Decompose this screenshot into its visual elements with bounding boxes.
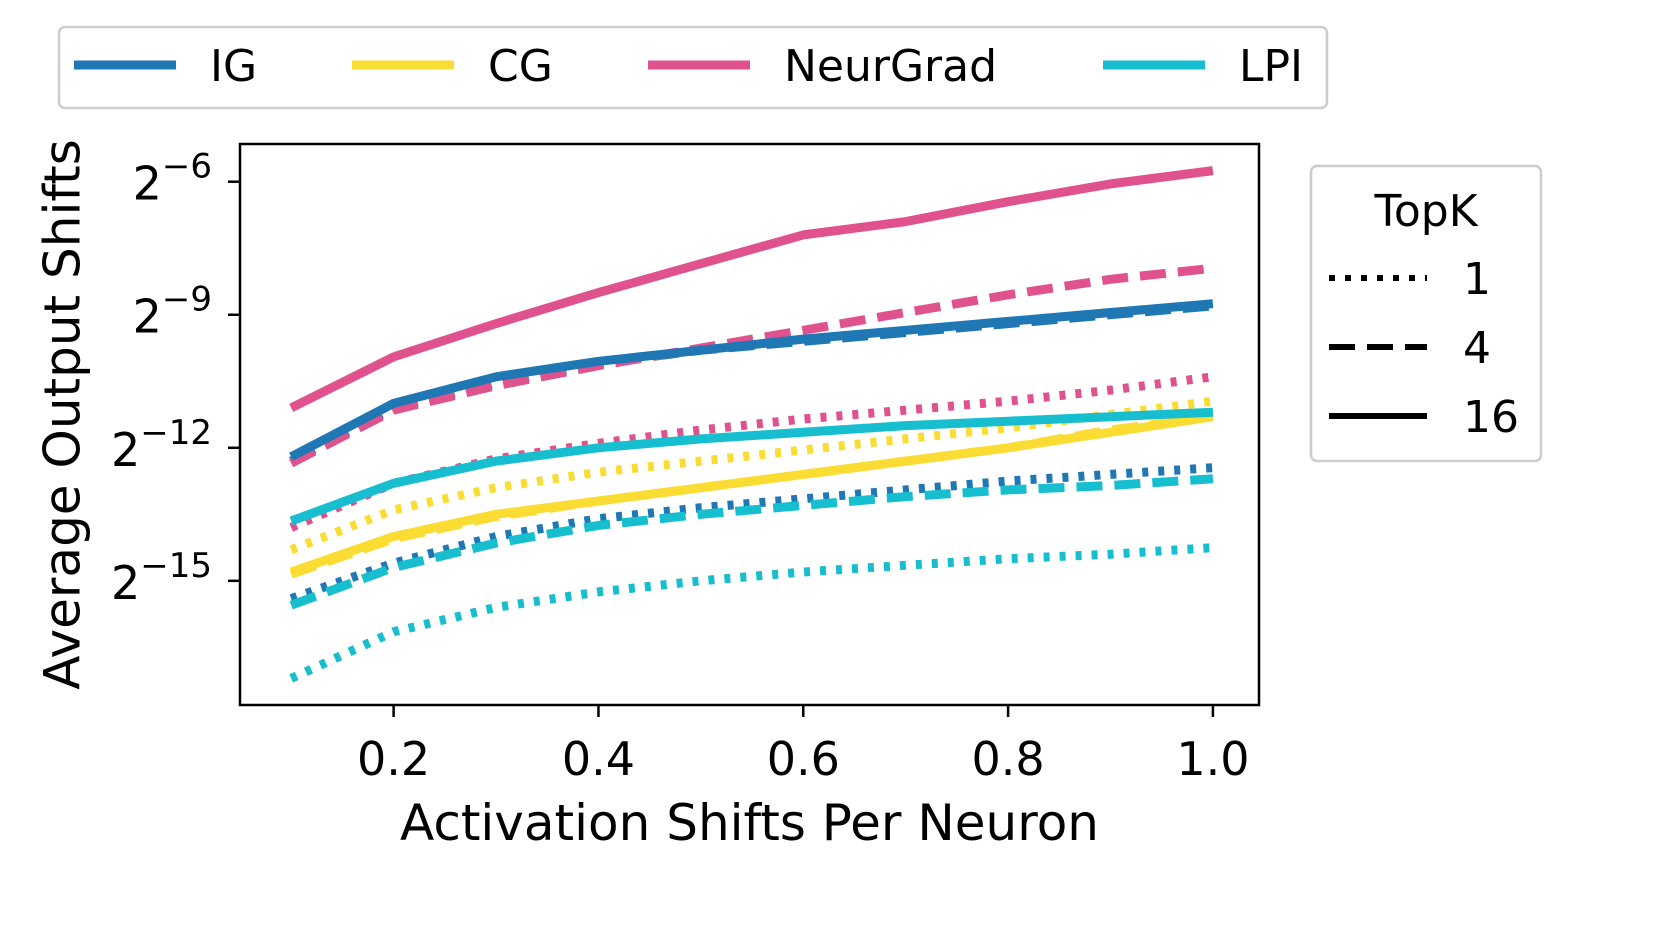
- topk-legend: TopK 1 4 16: [1309, 164, 1543, 463]
- y-tick-label: 2−12: [111, 413, 212, 477]
- topk-legend-label: 4: [1463, 323, 1491, 374]
- x-tick-label: 0.4: [562, 732, 635, 786]
- series-line-cg-topk-1: [289, 396, 1214, 554]
- x-tick-label: 0.6: [767, 732, 840, 786]
- x-tick-label: 0.2: [357, 732, 430, 786]
- series-layer: [289, 166, 1214, 683]
- x-tick-label: 0.8: [972, 732, 1045, 786]
- legend-item-lpi: LPI: [1103, 41, 1303, 92]
- x-axis-label: Activation Shifts Per Neuron: [400, 794, 1099, 852]
- legend-label: IG: [210, 41, 257, 92]
- topk-legend-label: 1: [1463, 254, 1491, 305]
- topk-legend-frame: [1309, 164, 1543, 463]
- series-line-ig-topk-16: [289, 299, 1214, 461]
- series-line-neurgrad-topk-4: [289, 263, 1214, 468]
- y-tick-label: 2−6: [133, 147, 212, 211]
- legend-item-cg: CG: [352, 41, 553, 92]
- topk-legend-item-1: 1: [1329, 254, 1491, 305]
- y-tick-label: 2−9: [133, 280, 212, 344]
- topk-legend-item-4: 4: [1329, 323, 1491, 374]
- legend-item-ig: IG: [74, 41, 257, 92]
- topk-legend-title: TopK: [1373, 186, 1478, 237]
- series-line-lpi-topk-16: [289, 407, 1214, 526]
- legend-label: NeurGrad: [784, 41, 997, 92]
- series-line-cg-topk-16: [289, 412, 1214, 577]
- x-tick-label: 1.0: [1176, 732, 1249, 786]
- series-line-lpi-topk-4: [289, 474, 1214, 610]
- y-axis-label: Average Output Shifts: [34, 139, 92, 690]
- series-line-neurgrad-topk-16: [289, 166, 1214, 412]
- x-axis: 0.2 0.4 0.6 0.8 1.0: [357, 705, 1249, 786]
- series-line-ig-topk-1: [289, 463, 1214, 603]
- series-line-lpi-topk-1: [289, 543, 1214, 683]
- method-legend: IG CG NeurGrad LPI: [57, 25, 1329, 110]
- topk-legend-label: 16: [1463, 392, 1519, 443]
- topk-legend-item-16: 16: [1329, 392, 1519, 443]
- legend-item-neurgrad: NeurGrad: [648, 41, 997, 92]
- legend-label: LPI: [1239, 41, 1303, 92]
- y-tick-label: 2−15: [111, 546, 212, 610]
- plot-area-frame: [238, 142, 1261, 707]
- legend-label: CG: [488, 41, 553, 92]
- y-axis: 2−6 2−9 2−12 2−15: [111, 147, 240, 610]
